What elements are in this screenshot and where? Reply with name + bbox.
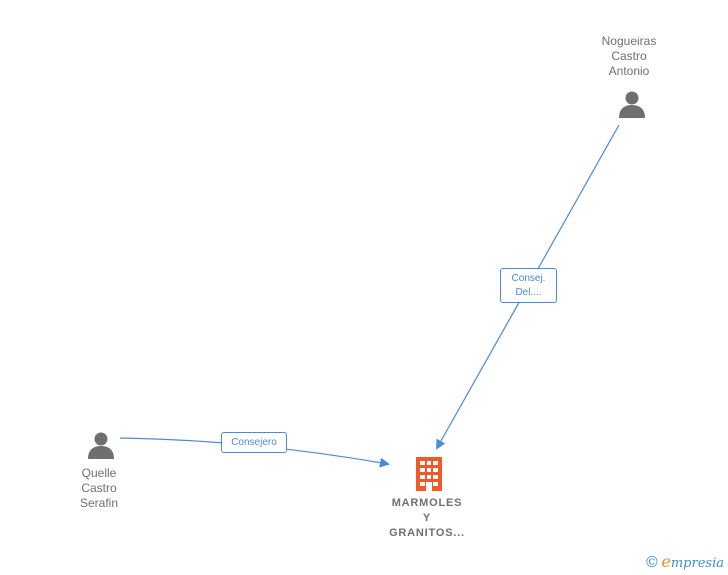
node-label-line: Castro [81, 481, 117, 495]
edge-label-consejero[interactable]: Consejero [221, 432, 287, 453]
node-label-company[interactable]: MARMOLES Y GRANITOS... [367, 496, 487, 541]
edge-label-line: Consej. [511, 273, 546, 284]
node-label-line: Serafin [79, 496, 119, 510]
brand-initial: e [661, 552, 671, 571]
node-label-line: MARMOLES [391, 497, 463, 509]
node-label-line: Antonio [608, 64, 650, 78]
node-label-nogueiras[interactable]: Nogueiras Castro Antonio [584, 34, 674, 79]
person-icon[interactable] [86, 430, 116, 460]
copyright-symbol: © [644, 553, 660, 571]
empresia-watermark: ©empresia [644, 552, 724, 571]
edge-label-line: Consejero [231, 437, 277, 448]
person-icon[interactable] [617, 89, 647, 119]
node-label-line: Nogueiras [601, 34, 657, 48]
edge-label-line: Del.... [515, 287, 542, 298]
node-label-line: Castro [611, 49, 647, 63]
node-label-line: Y [422, 512, 432, 524]
building-icon[interactable] [413, 457, 445, 491]
node-label-line: Quelle [81, 466, 117, 480]
node-label-quelle[interactable]: Quelle Castro Serafin [54, 466, 144, 511]
brand-name: mpresia [670, 556, 724, 571]
node-label-line: GRANITOS... [389, 527, 465, 539]
edge-label-consej-del[interactable]: Consej. Del.... [500, 268, 557, 303]
